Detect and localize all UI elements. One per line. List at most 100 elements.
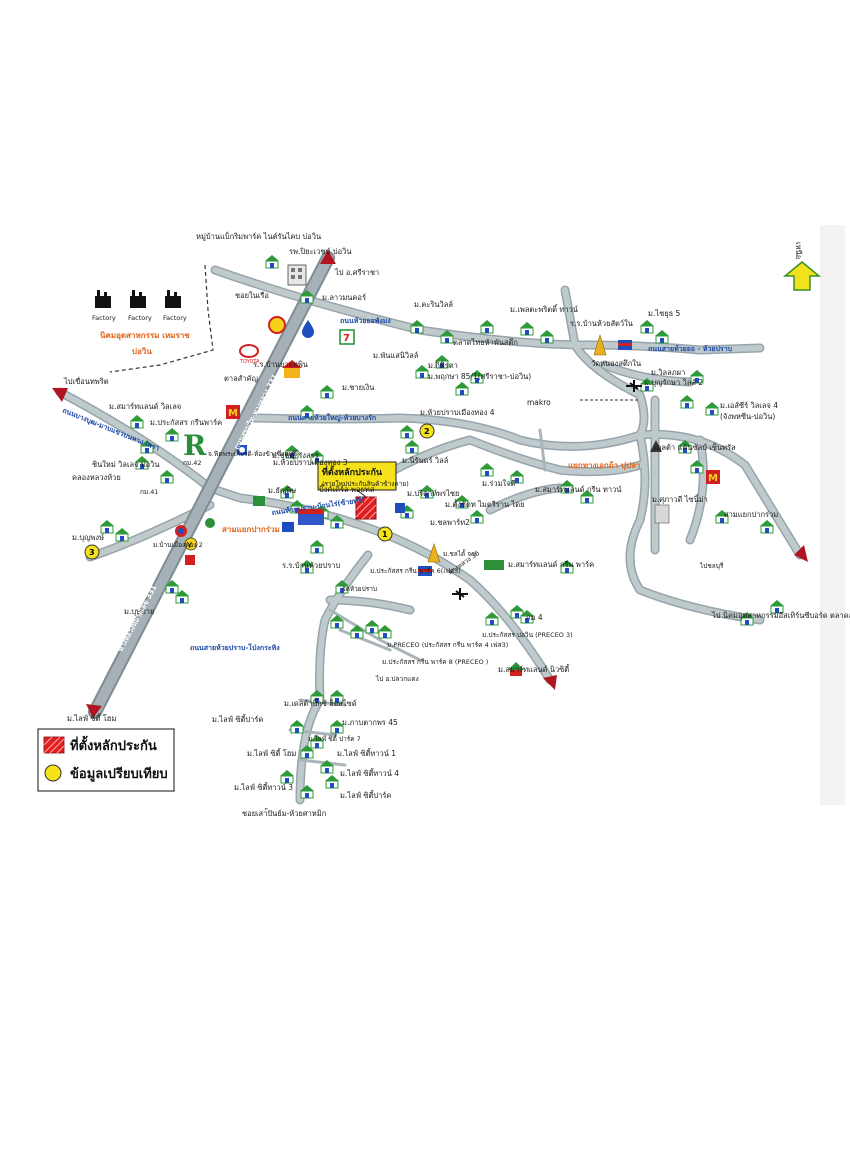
place-label: ม.บุษบาย — [124, 607, 154, 616]
house-icon — [310, 540, 324, 554]
place-label: ม.วิลลภผา — [651, 368, 685, 377]
factory-icon — [130, 290, 146, 308]
house-icon — [310, 450, 324, 464]
bank-icon — [237, 445, 247, 455]
place-label: ม.พฤกษา 85/1(ศรีราชา-บ่อวิน) — [428, 372, 531, 381]
road-arrows — [52, 250, 808, 718]
place-label: ม.สมาร์ทแลนด์ นิวซิตี้ — [498, 664, 570, 674]
house-icon — [690, 370, 704, 384]
junction-labels: สามแยกปากร่วม แยกทางเอกถ้า ปุปลา — [222, 460, 640, 534]
house-icon — [330, 615, 344, 629]
plane-icon — [452, 588, 468, 600]
place-label: ม.ไลฟ์ ซิตี้ทาวน์ 1 — [337, 748, 396, 758]
house-icon — [400, 425, 414, 439]
place-label: หมู่บ้านแบ็กริมพาร์ค ไนต์รันไคบ บ่อวิน — [196, 231, 321, 241]
temple-icon — [427, 543, 441, 563]
house-icon — [760, 520, 774, 534]
place-label: ม.ไลฟ์ ซิตี้ทาวน์ 3 — [234, 782, 293, 792]
house-icon — [770, 600, 784, 614]
house-icon — [655, 330, 669, 344]
legend: ที่ตั้งหลักประกัน ข้อมูลเปรียบเทียบ — [37, 728, 175, 792]
place-label: ม.สมาร์ทแลนด์ วิลเลจ — [109, 402, 181, 411]
house-icon — [480, 463, 494, 477]
place-label: ม.สมาร์ทแลนด์ กรีน พาร์ค — [508, 560, 594, 569]
house-icon — [455, 382, 469, 396]
place-label: สามแยกปากร่วม — [724, 510, 778, 519]
place-label: ม.ธัญพิษ — [268, 486, 296, 495]
place-label: ม.ไลฟ์ ซิตี้ ปาร์ค 7 — [308, 734, 361, 743]
place-label: ม.กิติรตา — [428, 361, 458, 370]
road-label: ถนนสายห้วยยอ - ห้วยปราบ — [648, 344, 733, 353]
place-label: ม.PRECEO (ประกัสสร กรีน พาร์ค 4 เฟส3) — [387, 641, 508, 649]
house-icon — [365, 620, 379, 634]
place-label: ม.พันแสนิวิลล์ — [373, 351, 418, 360]
junction-label: แยกทางเอกถ้า ปุปลา — [568, 460, 640, 471]
house-icon — [310, 690, 324, 704]
place-label: ม.ประกัสสร กรีนพาร์ค — [150, 418, 222, 427]
house-icon — [130, 415, 144, 429]
road-label: ถนนบางบุฒ-มาบแขวบนหาง เพรา — [61, 406, 160, 452]
house-icon — [165, 580, 179, 594]
place-label: ม.ห้วยปราบเมืองทอง 3 — [273, 458, 348, 467]
place-label: ม.เดลต้าบิ๊กซ์ ฮ็อสไซด์ — [284, 698, 357, 708]
legend-collateral-swatch — [43, 736, 65, 754]
house-icon — [290, 720, 304, 734]
red-square-icon — [185, 555, 195, 565]
flag-icon — [418, 566, 432, 576]
pagoda-icon — [650, 440, 662, 452]
hospital-icon — [287, 264, 307, 286]
factory-icons: Factory Factory Factory นิคมอุตสาหกรรม เ… — [92, 290, 190, 356]
house-icon — [435, 355, 449, 369]
mcdonalds-icon: M — [226, 405, 240, 419]
place-label: makro — [527, 398, 551, 407]
place-label: ม.ไลฟ์ ซิตี้ปาร์ค — [212, 714, 263, 724]
comparable-number: 2 — [424, 427, 430, 436]
place-label: ตลาดไทยห้าพันสตึก — [453, 338, 518, 347]
building-icon — [654, 504, 670, 524]
place-label: รพ.ปิยะเวชช์ บ่อวิน — [289, 247, 351, 256]
place-label: ม.ไลฟ์ ซิตี้ โฮม — [247, 748, 296, 758]
house-icon — [455, 495, 469, 509]
industrial-estate-boundary — [109, 264, 214, 373]
place-label: ม.ลาวมนคอร์ — [322, 293, 366, 302]
place-label: ร.ร.บ้านยายทพิน — [253, 360, 308, 369]
house-icon — [135, 456, 149, 470]
house-icon — [330, 690, 344, 704]
house-icon — [335, 580, 349, 594]
house-icons — [100, 255, 784, 799]
plane-icon — [626, 380, 642, 392]
robinson-icon: R กม.42 — [183, 429, 207, 467]
place-label: เดลต้า แค้นซัลป์ เซ็นทรัล — [654, 442, 736, 452]
comparable-number: 1 — [382, 530, 388, 539]
collateral-callout-title: ที่ตั้งหลักประกัน — [322, 465, 383, 478]
gas-station-icon — [175, 525, 187, 537]
place-label: บิ๊งค์เคิร์ล พอยทส — [319, 484, 375, 494]
industrial-estate-label-2: บ่อวิน — [132, 347, 152, 356]
house-icon — [330, 720, 344, 734]
place-label: ม.ปริดาห์พรไชย — [407, 489, 459, 498]
place-label: กม 4 — [526, 613, 543, 622]
place-label: ม.นิรันดร์ วิลล์ — [402, 456, 448, 465]
place-label: ไปเขื่อนทพริต — [63, 376, 109, 386]
comparable-marker-1: 1 — [377, 526, 393, 542]
legend-collateral-label: ที่ตั้งหลักประกัน — [70, 735, 157, 754]
toyota-icon: TOYOTA — [239, 344, 260, 365]
temple-icon — [593, 333, 607, 356]
house-icon — [175, 590, 189, 604]
house-icon — [560, 560, 574, 574]
place-label: (จังพหซีน-บ่อวิน) — [720, 412, 775, 421]
robinson-label: กม.42 — [183, 459, 202, 467]
place-label: ม.ภาบตากพร 45 — [342, 718, 398, 727]
place-label: ไป อ.ปลวกแดง — [375, 675, 419, 683]
fuel-drop-icon — [395, 503, 405, 513]
house-icon — [140, 440, 154, 454]
place-label: ม.ชลไดั้ จก. — [443, 549, 477, 558]
house-icon — [680, 395, 694, 409]
collateral-site: ที่ตั้งหลักประกัน (รายใหม่ประกันสินค้าข้… — [317, 461, 409, 520]
house-icon — [420, 485, 434, 499]
road-label: ถนนสายห้วยปราบ-โป่งกระทิง — [190, 643, 280, 652]
road-label: ถนนสายห้วยใหญ่-ห้วยบางรัก — [288, 413, 376, 422]
house-icon — [378, 625, 392, 639]
legend-comparison-swatch — [44, 764, 62, 782]
